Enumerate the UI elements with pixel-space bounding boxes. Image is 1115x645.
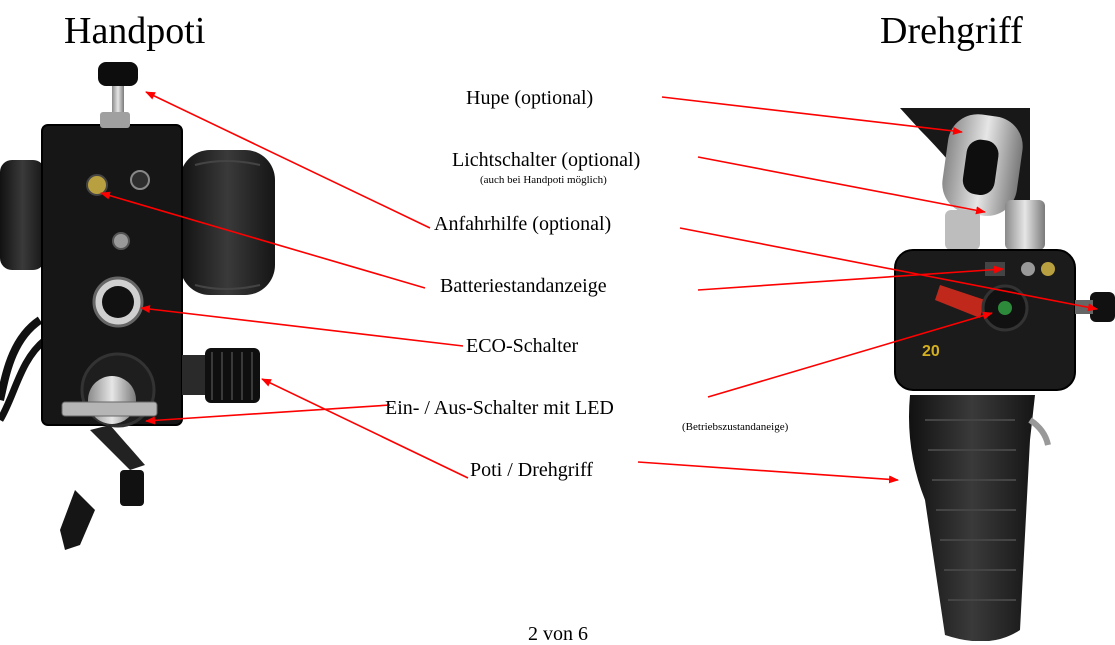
arrow-poti-right	[637, 461, 899, 484]
title-handpoti: Handpoti	[64, 10, 206, 52]
callout-arrows	[100, 91, 1098, 484]
handpoti-device	[0, 62, 275, 550]
arrow-hupe	[661, 96, 963, 135]
drehgriff-device	[894, 108, 1115, 641]
grip-speed-mark: 20	[922, 343, 940, 360]
label-poti: Poti / Drehgriff	[470, 459, 593, 481]
arrow-lichtschalter	[697, 156, 986, 215]
label-lichtschalter-note: (auch bei Handpoti möglich)	[480, 174, 607, 186]
arrow-anfahrhilfe-right	[679, 227, 1098, 312]
arrow-einaus-right	[707, 311, 993, 398]
page-number: 2 von 6	[528, 623, 588, 645]
arrow-einaus-left	[145, 404, 391, 425]
label-anfahrhilfe: Anfahrhilfe (optional)	[434, 213, 612, 235]
label-eco: ECO-Schalter	[466, 335, 579, 357]
arrow-eco	[140, 305, 464, 347]
label-einaus-note: (Betriebszustandaneige)	[682, 421, 789, 433]
arrow-batterie-right	[697, 265, 1004, 291]
arrow-anfahrhilfe-left	[145, 91, 431, 229]
label-hupe: Hupe (optional)	[466, 87, 594, 109]
arrow-poti-left	[261, 378, 469, 479]
label-lichtschalter: Lichtschalter (optional)	[452, 149, 641, 171]
arrow-batterie-left	[100, 191, 426, 289]
title-drehgriff: Drehgriff	[880, 10, 1023, 52]
label-batterie: Batteriestandanzeige	[440, 275, 607, 297]
label-einaus: Ein- / Aus-Schalter mit LED	[385, 397, 614, 419]
